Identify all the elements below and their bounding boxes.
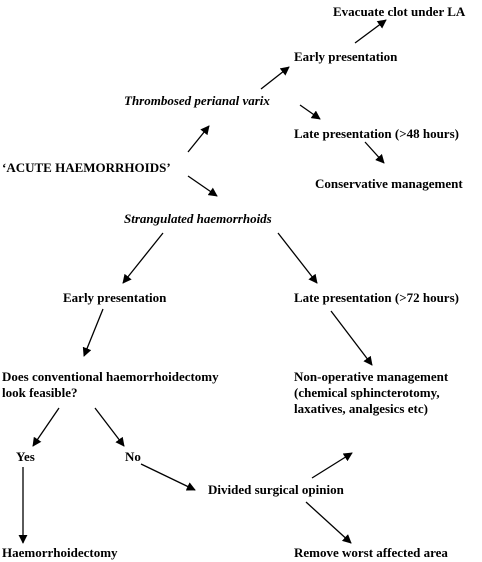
arrow-late-to-conservative xyxy=(364,141,385,164)
arrow-does-to-no xyxy=(94,407,125,447)
node-does-conventional-line-1: Does conventional haemorrhoidectomy xyxy=(2,369,219,384)
node-non-operative-line-2: (chemical sphincterotomy, xyxy=(294,385,440,400)
node-no: No xyxy=(125,449,141,464)
arrow-divided-to-nonoperative xyxy=(311,452,353,479)
node-non-operative-line-1: Non-operative management xyxy=(294,369,449,384)
arrow-thrombosed-to-early xyxy=(260,66,290,90)
node-late-presentation-72: Late presentation (>72 hours) xyxy=(294,290,459,305)
node-non-operative-management: Non-operative management (chemical sphin… xyxy=(294,369,448,417)
node-haemorrhoidectomy: Haemorrhoidectomy xyxy=(2,545,118,560)
node-yes: Yes xyxy=(16,449,35,464)
arrow-divided-to-remove xyxy=(305,501,352,544)
arrow-early-to-evacuate xyxy=(354,19,387,44)
arrow-thrombosed-to-late xyxy=(299,104,321,120)
node-non-operative-line-3: laxatives, analgesics etc) xyxy=(294,401,428,416)
node-early-presentation-thrombosed: Early presentation xyxy=(294,49,398,64)
node-early-presentation-strangulated: Early presentation xyxy=(63,290,167,305)
node-strangulated-haemorrhoids: Strangulated haemorrhoids xyxy=(124,211,272,226)
node-divided-surgical-opinion: Divided surgical opinion xyxy=(208,482,344,497)
arrow-early-to-does xyxy=(82,308,104,357)
node-does-conventional: Does conventional haemorrhoidectomy look… xyxy=(2,369,219,401)
node-conservative-management: Conservative management xyxy=(315,176,463,191)
arrow-acute-to-thrombosed xyxy=(187,125,210,153)
arrow-strangulated-to-late xyxy=(277,232,318,284)
node-evacuate-clot: Evacuate clot under LA xyxy=(333,4,466,19)
arrow-does-to-yes xyxy=(32,407,60,447)
node-thrombosed-perianal-varix: Thrombosed perianal varix xyxy=(124,93,270,108)
arrow-acute-to-strangulated xyxy=(187,175,218,197)
node-does-conventional-line-2: look feasible? xyxy=(2,385,78,400)
arrow-strangulated-to-early xyxy=(122,232,164,284)
node-remove-worst-affected-area: Remove worst affected area xyxy=(294,545,448,560)
node-acute-haemorrhoids: ‘ACUTE HAEMORRHOIDS’ xyxy=(2,160,171,175)
arrow-no-to-divided xyxy=(140,463,196,491)
arrow-late-to-nonoperative xyxy=(330,310,373,366)
node-late-presentation-48: Late presentation (>48 hours) xyxy=(294,126,459,141)
